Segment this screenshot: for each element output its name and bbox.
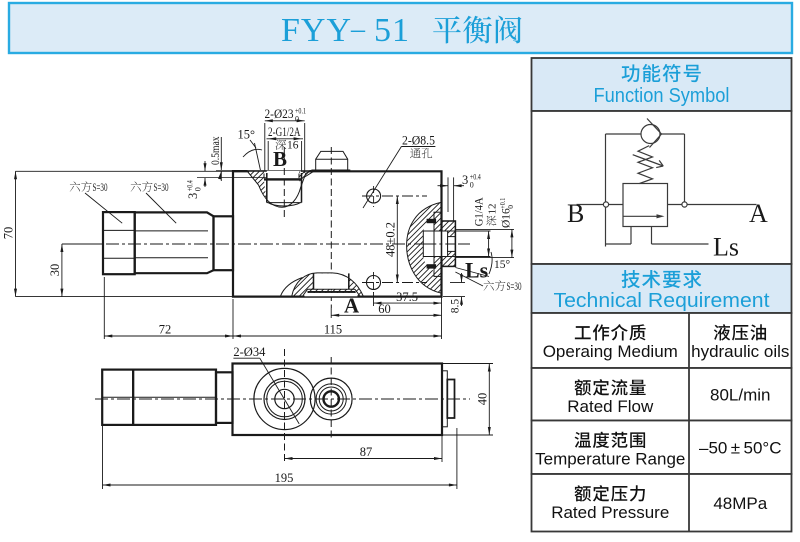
svg-text:B: B	[567, 199, 584, 228]
svg-text:87: 87	[360, 445, 373, 459]
svg-text:0: 0	[470, 181, 474, 190]
svg-text:Rated Flow: Rated Flow	[567, 397, 654, 416]
svg-text:51: 51	[374, 12, 410, 49]
svg-text:Temperature Range: Temperature Range	[535, 450, 685, 469]
svg-text:S=30: S=30	[93, 182, 108, 194]
svg-text:G1/4A: G1/4A	[474, 197, 486, 227]
svg-text:+0.1: +0.1	[295, 107, 306, 116]
svg-text:A: A	[344, 294, 360, 318]
svg-text:70: 70	[2, 227, 16, 240]
svg-text:–50 ± 50°C: –50 ± 50°C	[699, 438, 782, 457]
svg-text:Ø16: Ø16	[501, 208, 513, 228]
svg-text:B: B	[273, 147, 287, 171]
svg-text:2-Ø23: 2-Ø23	[265, 107, 294, 121]
svg-text:12: 12	[487, 204, 499, 215]
svg-text:0: 0	[194, 187, 203, 191]
svg-text:40: 40	[476, 393, 490, 406]
svg-text:0: 0	[295, 115, 299, 124]
svg-text:48MPa: 48MPa	[713, 494, 767, 513]
svg-text:FYY: FYY	[281, 12, 352, 49]
svg-text:2-Ø8.5: 2-Ø8.5	[402, 134, 435, 148]
svg-text:Function Symbol: Function Symbol	[594, 84, 730, 107]
svg-text:195: 195	[275, 471, 294, 485]
svg-text:115: 115	[324, 323, 342, 337]
svg-text:0: 0	[506, 205, 515, 209]
svg-text:S=30: S=30	[154, 182, 169, 194]
svg-text:hydraulic oils: hydraulic oils	[691, 342, 789, 361]
svg-text:72: 72	[159, 323, 172, 337]
svg-text:Ls: Ls	[465, 258, 489, 283]
svg-text:37.5: 37.5	[396, 290, 418, 304]
svg-text:Ls: Ls	[713, 233, 739, 262]
svg-text:3: 3	[462, 173, 468, 187]
svg-text:30: 30	[48, 264, 62, 277]
svg-text:Operaing Medium: Operaing Medium	[543, 342, 678, 361]
svg-text:+0.1: +0.1	[498, 198, 507, 209]
svg-text:+0.4: +0.4	[186, 180, 195, 191]
svg-text:48±0.2: 48±0.2	[384, 222, 398, 257]
svg-text:Technical Requirement: Technical Requirement	[554, 289, 770, 312]
svg-text:S=30: S=30	[507, 281, 522, 293]
svg-text:15°: 15°	[238, 128, 256, 142]
svg-text:2-Ø34: 2-Ø34	[233, 345, 266, 359]
svg-text:3: 3	[186, 193, 200, 199]
svg-text:0.5max: 0.5max	[210, 136, 222, 165]
svg-text:–: –	[350, 14, 366, 45]
svg-text:60: 60	[378, 302, 391, 316]
svg-text:8.5: 8.5	[450, 299, 462, 314]
svg-text:A: A	[749, 199, 768, 228]
svg-text:15°: 15°	[494, 259, 511, 271]
svg-text:+0.4: +0.4	[470, 173, 481, 182]
svg-text:80L/min: 80L/min	[710, 385, 770, 404]
svg-text:Rated Pressure: Rated Pressure	[551, 503, 669, 522]
svg-text:16: 16	[287, 140, 299, 152]
svg-text:2-G1/2A: 2-G1/2A	[268, 125, 301, 139]
